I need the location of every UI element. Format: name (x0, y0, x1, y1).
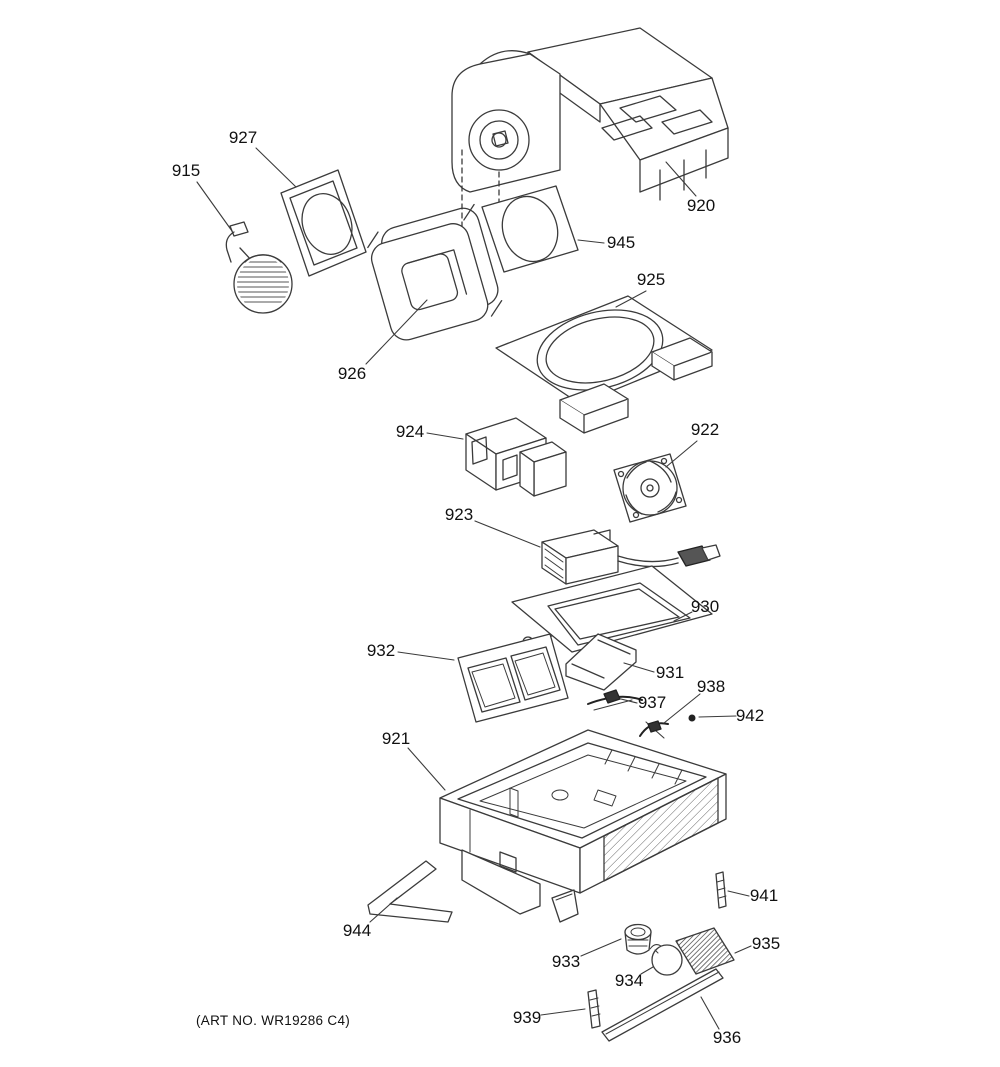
part-920-icemaker-assembly (451, 27, 729, 236)
leader-935 (734, 945, 752, 954)
part-label-934: 934 (614, 971, 644, 990)
part-label-938: 938 (696, 677, 726, 696)
leader-937 (620, 698, 638, 704)
leader-931 (623, 662, 655, 673)
leader-923 (474, 520, 541, 548)
part-921-case-bottom (439, 729, 727, 923)
leader-925 (615, 290, 647, 308)
part-label-941: 941 (749, 886, 779, 905)
part-939-pin (587, 989, 601, 1029)
leader-932 (397, 651, 455, 661)
part-label-936: 936 (712, 1028, 742, 1047)
leader-945 (577, 239, 605, 244)
part-915-vent-cover (225, 221, 293, 314)
part-924-damper-duct (465, 417, 567, 497)
part-label-937: 937 (637, 693, 667, 712)
leader-944 (369, 897, 398, 923)
part-label-924: 924 (395, 422, 425, 441)
part-label-923: 923 (444, 505, 474, 524)
part-label-935: 935 (751, 934, 781, 953)
part-927-gasket-frame (280, 169, 367, 277)
part-935-grille (675, 927, 735, 975)
leader-921 (407, 747, 446, 791)
part-label-922: 922 (690, 420, 720, 439)
part-932-filter-frame (457, 633, 569, 723)
part-label-927: 927 (228, 128, 258, 147)
leader-924 (426, 432, 464, 440)
part-label-931: 931 (655, 663, 685, 682)
leader-942 (698, 715, 737, 718)
leader-936 (700, 996, 720, 1030)
part-label-930: 930 (690, 597, 720, 616)
part-945-gasket-plate (481, 185, 579, 273)
part-label-933: 933 (551, 952, 581, 971)
leader-939 (540, 1008, 586, 1016)
part-931-bracket (565, 633, 637, 691)
part-label-945: 945 (606, 233, 636, 252)
part-937-wire-clip (587, 689, 643, 711)
part-label-939: 939 (512, 1008, 542, 1027)
part-934-light-bulb (649, 944, 683, 976)
part-938-wire-clip (639, 720, 669, 739)
leader-lines (196, 147, 752, 1030)
leader-941 (727, 890, 750, 897)
leader-915 (196, 181, 233, 232)
leader-926 (365, 299, 428, 365)
leader-920 (665, 161, 697, 197)
part-922-fan (613, 453, 687, 523)
leader-927 (255, 147, 297, 188)
part-941-pin (715, 871, 727, 909)
leader-938 (663, 693, 701, 724)
part-label-915: 915 (171, 161, 201, 180)
part-942-screw (688, 714, 696, 722)
leader-930 (673, 611, 693, 622)
part-label-920: 920 (686, 196, 716, 215)
leader-934 (640, 966, 654, 975)
leader-933 (580, 938, 622, 957)
part-925-recess-tray (495, 295, 713, 434)
part-label-921: 921 (381, 729, 411, 748)
part-923-control-box (541, 529, 721, 585)
part-926-air-duct (367, 203, 503, 341)
part-label-926: 926 (337, 364, 367, 383)
part-936-trim-strip (601, 968, 724, 1042)
art-number-note: (ART NO. WR19286 C4) (196, 1013, 351, 1028)
part-933-lamp-socket (624, 923, 652, 955)
part-label-932: 932 (366, 641, 396, 660)
part-label-944: 944 (342, 921, 372, 940)
part-label-942: 942 (735, 706, 765, 725)
leader-922 (665, 440, 698, 468)
part-label-925: 925 (636, 270, 666, 289)
